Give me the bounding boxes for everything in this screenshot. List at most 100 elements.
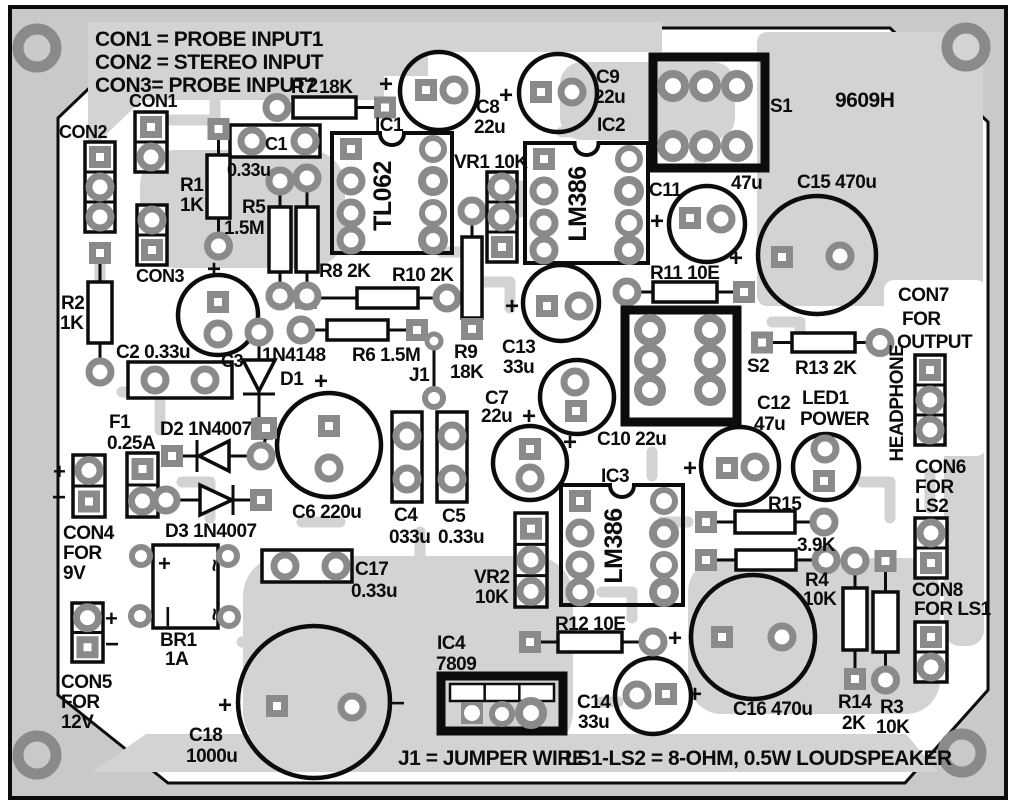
silkscreen-label: CON8 [912,580,963,601]
silkscreen-label: LS2 [915,496,948,517]
silkscreen-label: C18 [189,725,222,746]
silkscreen-label: C14 [577,692,611,713]
pad-ring [529,176,559,206]
silkscreen-label: 10K [475,587,509,608]
capacitor-C12 [698,424,782,508]
silkscreen-label: D2 1N4007 [160,419,252,440]
silkscreen-label: R6 1.5M [352,345,420,366]
resistor-R5 [265,166,295,311]
pad-ring [85,202,115,232]
pad-ring [85,357,115,387]
silkscreen-label: + [53,459,65,484]
pad-ring [634,374,666,406]
silkscreen-label: 0.33u [438,527,484,548]
silkscreen-label: R13 2K [795,358,857,379]
pad-ring [865,328,895,357]
silkscreen-label: 0.33u [227,160,271,180]
silkscreen-label: + [499,82,513,109]
resistor-R12 [519,627,668,657]
silkscreen-label: 33u [578,712,609,733]
resistor-R8 [292,163,322,311]
pad-ring [650,487,678,515]
capacitor-C4 [390,410,424,504]
resistor-R3 [871,550,900,695]
silkscreen-label: 1N4148 [262,345,326,366]
silkscreen-label: FOR [61,692,100,713]
pad-ring [292,281,322,311]
silkscreen-label: + [314,368,328,395]
connector-CON3 [135,203,169,267]
silkscreen-label: 47u [731,173,762,194]
capacitor-C15 [755,193,879,317]
pad-ring [689,70,721,102]
silkscreen-label: CON7 [898,285,949,306]
silkscreen-label: D1 [280,369,304,390]
silkscreen-label: R10 2K [392,265,454,286]
silkscreen-label: J1 = JUMPER WIRE [398,747,586,770]
silkscreen-label: CON2 [59,122,107,142]
mounting-hole [12,730,62,780]
silkscreen-label: LED1 [802,388,850,409]
connector-CON5 [70,601,105,664]
pad-ring [336,166,366,196]
silkscreen-label: J1 [409,365,430,386]
pad-ring [612,277,642,307]
pad-ring [650,551,678,579]
pad-ring [515,463,545,493]
resistor-R14 [840,546,870,690]
pad-ring [689,130,721,162]
silkscreen-label: 0.33u [351,581,397,602]
pad-ring [422,386,446,410]
silkscreen-label: + [218,692,232,719]
ic-IC2 [523,141,650,265]
silkscreen-label: + [729,245,743,272]
silkscreen-label: 9V [63,563,86,584]
ic-IC3 [559,483,685,607]
pad-ring [439,75,469,105]
capacitor-C11 [666,183,748,265]
pad-ring [237,126,267,156]
silkscreen-label: R12 10E [555,614,625,635]
resistor-R2 [85,242,115,387]
silkscreen-label: + [158,551,170,576]
silkscreen-label: FOR [902,309,941,330]
silkscreen-label: BR1 [160,630,197,651]
connector-CON7 [913,353,947,447]
jumper-J1 [422,331,446,410]
capacitor-C5 [435,410,469,504]
pad-ring [614,235,644,265]
capacitor-C1 [228,123,322,159]
silkscreen-label: + [688,681,702,708]
pad-ring [128,486,157,516]
silkscreen-label: 22u [474,117,505,138]
connector-CON2 [83,140,117,234]
silkscreen-label: R5 [242,197,266,218]
connector-VR2 [513,511,549,609]
pad-ring [694,344,726,376]
pad-ring [529,235,559,265]
silkscreen-label: ~ [202,608,227,621]
pad-ring [840,546,870,576]
pad-ring [140,365,170,395]
pad-ring [85,172,115,202]
silkscreen-label: C10 22u [597,429,666,450]
silkscreen-label: CON1 [129,91,177,111]
pad-ring [649,518,679,548]
pad-ring [740,452,770,482]
silkscreen-label: TL062 [369,161,397,231]
silkscreen-label: − [105,631,119,658]
pad-ring [564,291,594,321]
silkscreen-label: VR1 10K [454,152,528,173]
silkscreen-label: LS1-LS2 = 8-OHM, 0.5W LOUDSPEAKER [565,747,952,770]
pad-ring [437,421,467,451]
capacitor-C14 [612,655,694,737]
silkscreen-label: C1 [265,134,287,154]
pad-ring [560,367,590,397]
pad-ring [657,130,689,162]
mounting-hole [941,22,991,72]
pad-ring [136,142,166,172]
silkscreen-label: 1000u [186,746,237,767]
pad-ring [137,205,167,235]
silkscreen-label: 9609H [835,89,894,112]
silkscreen-label: R1 [180,175,204,196]
